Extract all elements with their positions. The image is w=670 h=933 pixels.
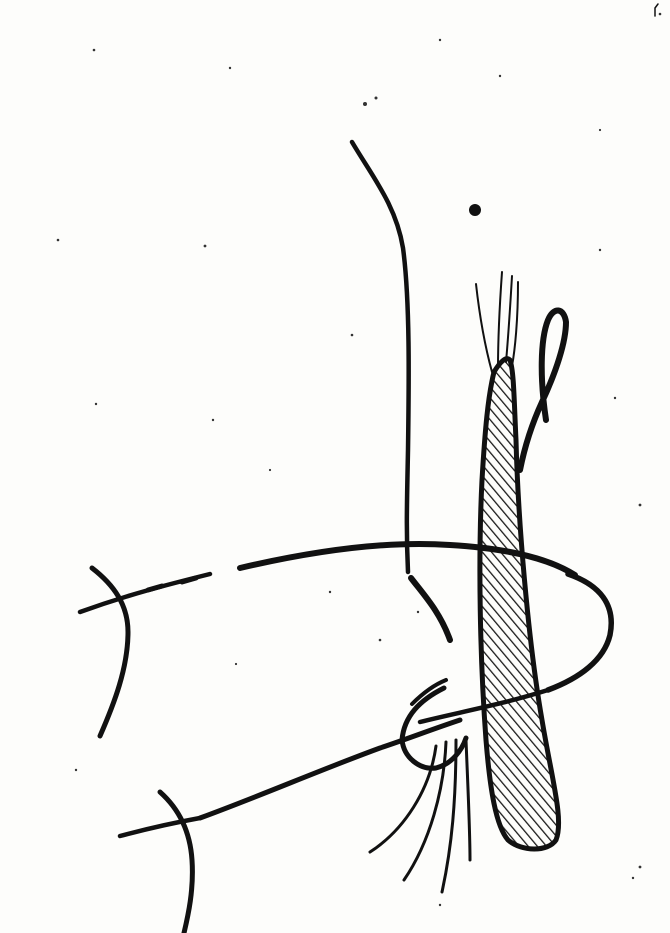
hook-curve [520, 310, 566, 470]
top-strands [476, 272, 518, 372]
loop-right-arc [548, 574, 611, 690]
paper-specks [57, 13, 662, 907]
left-bracket-upper [92, 568, 128, 736]
lower-strand-arc [200, 720, 460, 818]
ink-dot [469, 204, 481, 216]
long-stem-line [352, 142, 409, 572]
stem-lower-stroke [411, 578, 450, 640]
corner-mark [655, 4, 658, 16]
left-bracket-lower [160, 792, 192, 933]
hatched-shaft [480, 359, 559, 849]
